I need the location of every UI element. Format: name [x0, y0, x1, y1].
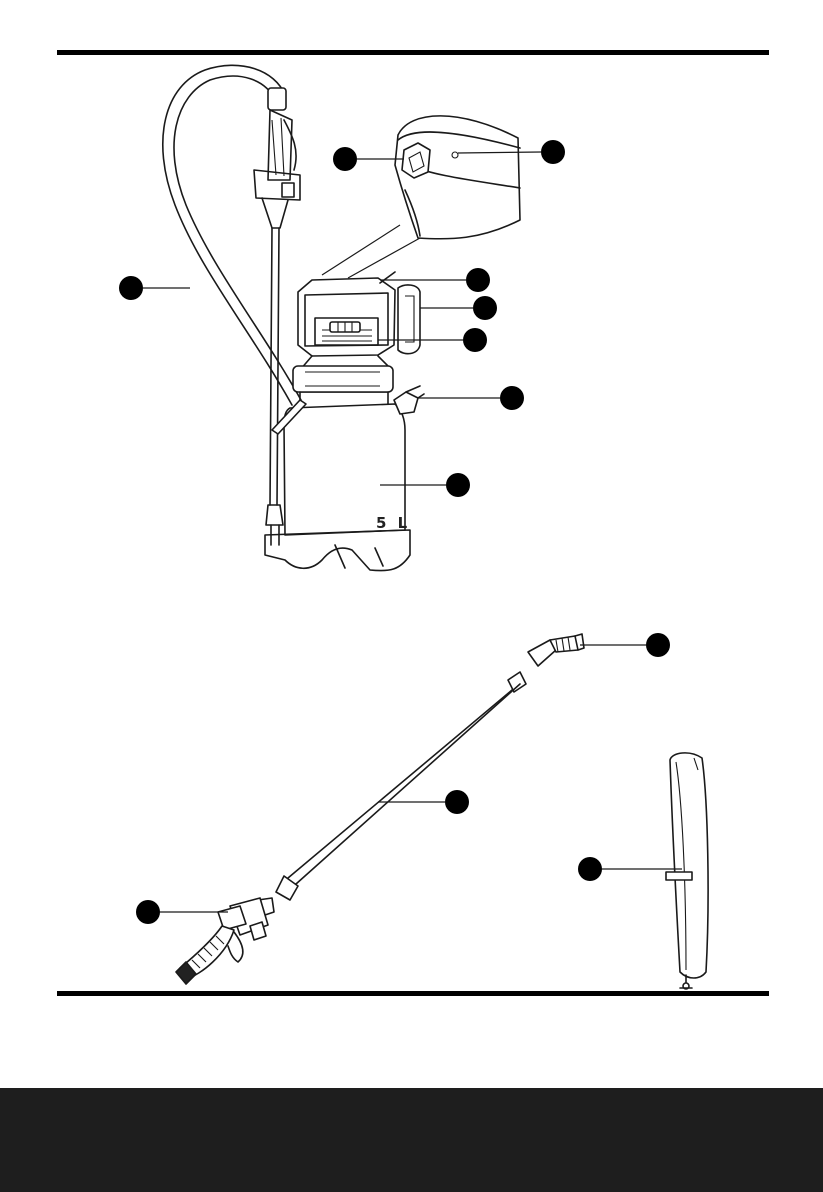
callout-dot-battery-compartment — [463, 328, 487, 352]
pump-head-drawing — [293, 272, 420, 405]
shoulder-strap-drawing — [666, 753, 708, 989]
callout-dot-pressure-indicator — [541, 140, 565, 164]
adjustable-nozzle-drawing — [528, 634, 584, 666]
hose-drawing — [163, 65, 301, 405]
footer-band — [0, 1088, 823, 1192]
callout-dot-hose — [119, 276, 143, 300]
callout-dot-pump-handle — [473, 296, 497, 320]
callout-dot-pressure-release-valve — [333, 147, 357, 171]
callout-dot-pump-top — [466, 268, 490, 292]
callout-dot-trigger-handle — [136, 900, 160, 924]
callout-dot-extension-lance — [445, 790, 469, 814]
callout-dot-adjustable-nozzle — [646, 633, 670, 657]
trigger-handle-drawing — [176, 898, 274, 984]
callout-dot-hose-connector — [500, 386, 524, 410]
detail-magnifier — [322, 116, 520, 278]
callout-dot-tank — [446, 473, 470, 497]
extension-lance-drawing — [276, 672, 526, 900]
tank-drawing: 5 L — [265, 386, 424, 571]
callout-dot-shoulder-strap — [578, 857, 602, 881]
callout-markers — [119, 140, 682, 924]
capacity-label: 5 L — [376, 514, 410, 532]
